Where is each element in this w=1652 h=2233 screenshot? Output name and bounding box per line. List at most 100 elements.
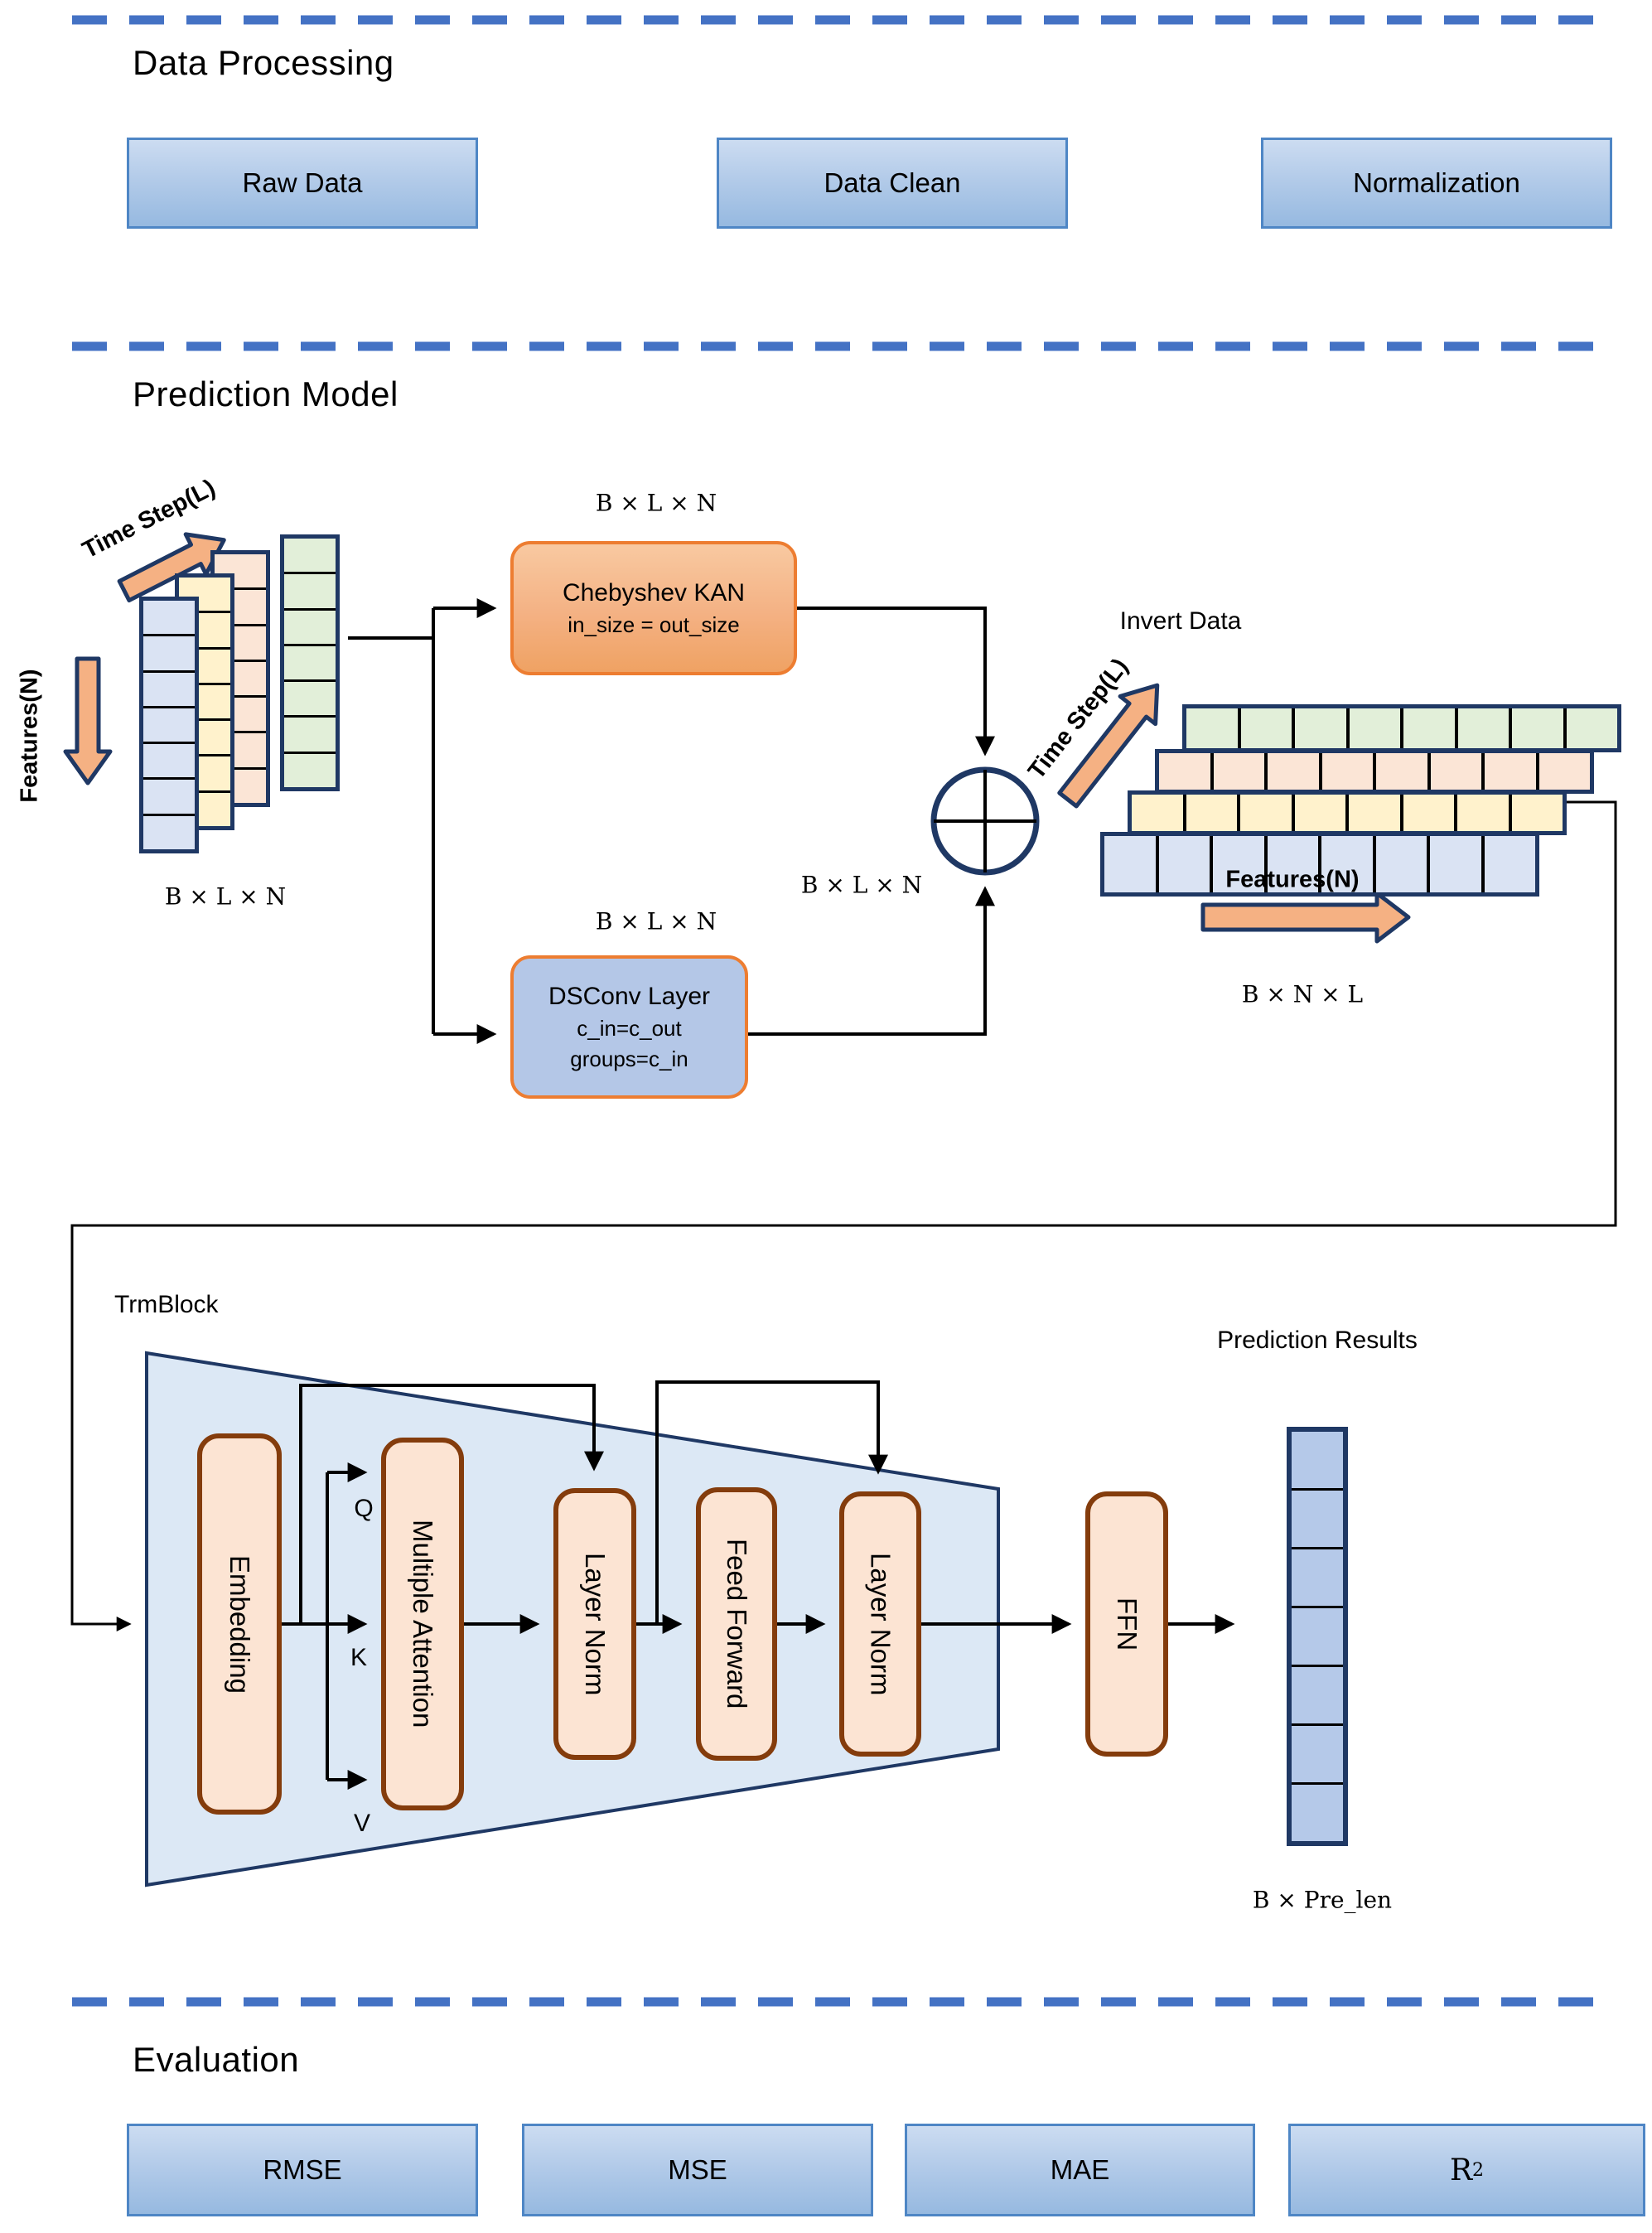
matrix-cell xyxy=(143,634,195,669)
dsconv-title: DSConv Layer xyxy=(548,982,711,1010)
dsconv-param1: c_in=c_out xyxy=(577,1015,682,1041)
matrix-cell xyxy=(284,572,336,607)
matrix-cell xyxy=(215,659,266,695)
input-matrix-column-green xyxy=(280,534,340,791)
matrix-cell xyxy=(215,766,266,803)
matrix-cell xyxy=(179,790,230,826)
matrix-cell xyxy=(1563,708,1618,748)
matrix-cell xyxy=(1481,753,1536,790)
r2-label: R xyxy=(1449,2153,1473,2187)
r2-sup: 2 xyxy=(1472,2159,1485,2181)
matrix-cell xyxy=(215,623,266,660)
branch-wires xyxy=(348,598,995,1044)
matrix-cell xyxy=(1509,708,1563,748)
invert-to-trmblock-connector xyxy=(70,800,1617,1631)
matrix-cell xyxy=(143,742,195,777)
layer-norm-2-box: Layer Norm xyxy=(839,1491,921,1757)
chebyshev-kan-title: Chebyshev KAN xyxy=(562,578,746,607)
data-clean-label: Data Clean xyxy=(824,167,961,198)
mae-label: MAE xyxy=(1050,2154,1110,2185)
matrix-cell xyxy=(1292,1606,1343,1665)
matrix-cell xyxy=(1454,795,1509,831)
dsconv-box: DSConv Layer c_in=c_out groups=c_in xyxy=(510,955,748,1099)
trmblock-label: TrmBlock xyxy=(114,1291,219,1318)
matrix-cell xyxy=(143,669,195,706)
matrix-cell xyxy=(1454,708,1510,748)
v-label: V xyxy=(353,1810,371,1837)
matrix-cell xyxy=(1210,753,1265,790)
matrix-cell xyxy=(284,715,336,751)
features-axis-label-left: Features(N) xyxy=(16,669,43,803)
matrix-cell xyxy=(1291,795,1346,831)
normalization-box: Normalization xyxy=(1261,138,1612,229)
matrix-cell xyxy=(179,611,230,646)
matrix-cell xyxy=(1345,795,1400,831)
matrix-cell xyxy=(1345,708,1401,748)
matrix-cell xyxy=(215,731,266,766)
matrix-cell xyxy=(1292,1782,1343,1841)
feed-forward-label: Feed Forward xyxy=(722,1539,752,1709)
matrix-cell xyxy=(215,695,266,731)
time-step-arrow-right xyxy=(1057,683,1160,809)
matrix-cell xyxy=(1264,753,1319,790)
matrix-cell xyxy=(1159,753,1210,790)
embedding-box: Embedding xyxy=(197,1433,282,1815)
sum-plus-icon xyxy=(934,770,1036,872)
matrix-cell xyxy=(1104,836,1156,892)
invert-data-label: Invert Data xyxy=(1119,607,1242,635)
features-arrow-right xyxy=(1200,891,1411,944)
matrix-cell xyxy=(1155,836,1210,892)
sum-dim-label: B × L × N xyxy=(800,871,923,899)
input-dim-label: B × L × N xyxy=(164,882,287,911)
matrix-cell xyxy=(179,646,230,683)
prediction-results-column xyxy=(1287,1427,1348,1846)
section-title-evaluation: Evaluation xyxy=(133,2040,300,2079)
ffn-box: FFN xyxy=(1085,1491,1168,1757)
matrix-cell xyxy=(1263,836,1319,892)
matrix-cell xyxy=(284,643,336,679)
input-matrix-column-blue xyxy=(139,597,199,853)
chebyshev-kan-box: Chebyshev KAN in_size = out_size xyxy=(510,541,797,675)
dsconv-dim-label: B × L × N xyxy=(595,907,717,935)
matrix-cell xyxy=(1182,795,1238,831)
dsconv-param2: groups=c_in xyxy=(570,1046,688,1071)
matrix-cell xyxy=(1292,1432,1343,1488)
matrix-cell xyxy=(143,777,195,813)
matrix-cell xyxy=(1132,795,1183,831)
feed-forward-box: Feed Forward xyxy=(696,1487,777,1761)
matrix-cell xyxy=(1292,1665,1343,1723)
prediction-results-label: Prediction Results xyxy=(1217,1327,1418,1354)
matrix-cell xyxy=(1292,1723,1343,1782)
invert-matrix-row-blue xyxy=(1100,832,1539,897)
multiple-attention-label: Multiple Attention xyxy=(408,1520,438,1728)
matrix-cell xyxy=(1186,708,1238,748)
matrix-cell xyxy=(143,601,195,634)
matrix-cell xyxy=(1237,795,1292,831)
matrix-cell xyxy=(1318,753,1374,790)
layer-norm-2-label: Layer Norm xyxy=(865,1552,896,1696)
matrix-cell xyxy=(1292,1547,1343,1606)
matrix-cell xyxy=(1372,836,1427,892)
matrix-cell xyxy=(1237,708,1292,748)
raw-data-label: Raw Data xyxy=(242,167,363,198)
rmse-box: RMSE xyxy=(127,2124,478,2216)
matrix-cell xyxy=(284,607,336,644)
section-divider-lines xyxy=(72,15,1616,2007)
matrix-cell xyxy=(1535,753,1591,790)
features-axis-label-right: Features(N) xyxy=(1225,866,1360,893)
matrix-cell xyxy=(1318,836,1373,892)
matrix-cell xyxy=(179,718,230,754)
layer-norm-1-label: Layer Norm xyxy=(580,1552,611,1696)
raw-data-box: Raw Data xyxy=(127,138,478,229)
layer-norm-1-box: Layer Norm xyxy=(553,1488,636,1760)
matrix-cell xyxy=(1508,795,1563,831)
matrix-cell xyxy=(1427,836,1481,892)
normalization-label: Normalization xyxy=(1353,167,1520,198)
invert-dim-label: B × N × L xyxy=(1241,980,1364,1008)
matrix-cell xyxy=(284,679,336,715)
matrix-cell xyxy=(179,682,230,718)
matrix-cell xyxy=(1292,708,1346,748)
